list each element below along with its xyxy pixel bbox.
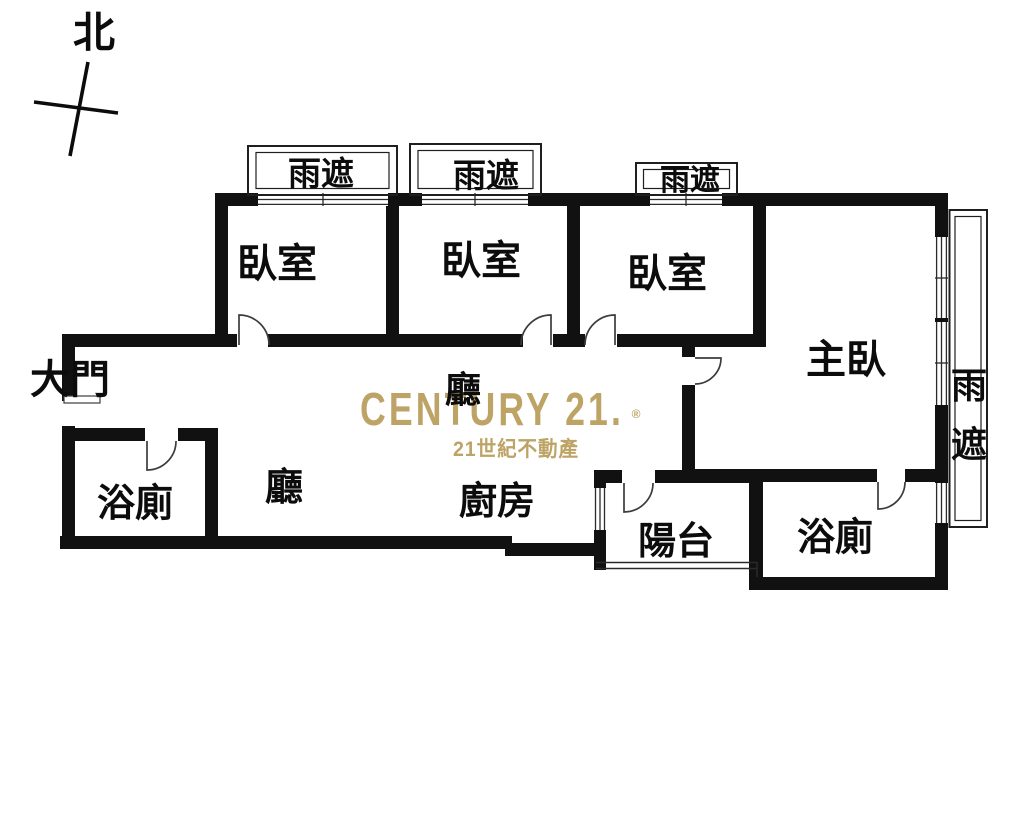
wall-bedroom1-left [215, 193, 228, 346]
label-hall: 廳 [265, 467, 303, 509]
window-east-1 [935, 237, 948, 318]
wall-segment [268, 334, 523, 347]
wall-divider3 [753, 193, 766, 346]
wall-bathR-top [905, 469, 948, 482]
wall-master-west [682, 385, 695, 483]
wall-bathL-top [62, 428, 145, 441]
room-labels: 大門 臥室 臥室 臥室 主臥 廳 廳 浴廁 廚房 陽台 浴廁 雨遮 雨遮 雨遮 … [30, 155, 987, 563]
label-entrance: 大門 [30, 358, 110, 402]
wall-segment [62, 334, 228, 347]
label-kitchen: 廚房 [459, 480, 535, 523]
label-living-room: 廳 [445, 369, 481, 410]
wall-bathR-bottom [749, 577, 948, 590]
entrance-threshold [63, 395, 101, 404]
label-canopy-3: 雨遮 [660, 163, 720, 197]
canopy-box-right-inner [954, 215, 982, 522]
label-bedroom1: 臥室 [237, 242, 317, 286]
wall-bathL-right [205, 428, 218, 549]
watermark: CENTURY 21. ® 21世紀不動產 [360, 383, 641, 461]
label-canopy-1: 雨遮 [288, 155, 354, 192]
canopy-box-2 [409, 143, 542, 196]
wall-west-lower [62, 426, 75, 549]
balcony-railing [596, 561, 758, 577]
doors [146, 314, 906, 513]
label-bathroom-right: 浴廁 [797, 516, 873, 559]
wall-balcony-top [594, 470, 622, 483]
wall-divider2 [567, 193, 580, 346]
wall-segment [553, 334, 585, 347]
window-balcony [594, 488, 606, 530]
wall-master-west [682, 345, 695, 357]
door-bedroom3 [584, 314, 616, 346]
canopy-box-1 [247, 145, 398, 196]
canopy-box-3 [635, 162, 738, 196]
north-label: 北 [73, 9, 115, 56]
registered-mark: ® [632, 407, 641, 421]
label-canopy-right-1: 雨 [951, 365, 987, 406]
label-bedroom3: 臥室 [627, 252, 707, 296]
canopy-box-3-inner [642, 168, 731, 190]
door-balcony [623, 482, 654, 513]
door-bathroom-right [877, 481, 906, 510]
door-master-bedroom [694, 357, 722, 385]
label-bedroom2: 臥室 [441, 239, 521, 283]
wall-divider1 [386, 193, 399, 346]
label-bathroom-left: 浴廁 [97, 482, 173, 525]
door-bedroom1 [238, 314, 270, 346]
label-canopy-right-2: 遮 [951, 424, 987, 465]
brand-logo-text: CENTURY 21. [360, 383, 624, 435]
label-canopy-2: 雨遮 [453, 157, 519, 194]
window-east-2 [935, 322, 948, 405]
door-bathroom-left [146, 440, 177, 471]
wall-bottom [60, 536, 512, 549]
canopy-box-2-inner [417, 149, 534, 190]
canopy-box-1-inner [255, 151, 390, 190]
compass: 北 [33, 9, 119, 157]
wall-segment [528, 193, 650, 206]
label-master-bedroom: 主臥 [806, 338, 886, 382]
door-bedroom2 [520, 314, 552, 346]
wall-bottom-step [505, 543, 604, 556]
wall-segment [228, 334, 237, 347]
canopy-box-right [948, 209, 988, 528]
wall-bathR-top [682, 469, 877, 482]
wall-west-upper [62, 334, 75, 401]
canopies [247, 143, 988, 528]
label-balcony: 陽台 [638, 521, 714, 563]
compass-crossbar [33, 100, 119, 115]
wall-segment [617, 334, 766, 347]
brand-subtitle: 21世紀不動產 [453, 437, 579, 461]
wall-segment [722, 193, 948, 206]
wall-bathR-left [749, 470, 763, 590]
window-east-3 [935, 483, 948, 523]
